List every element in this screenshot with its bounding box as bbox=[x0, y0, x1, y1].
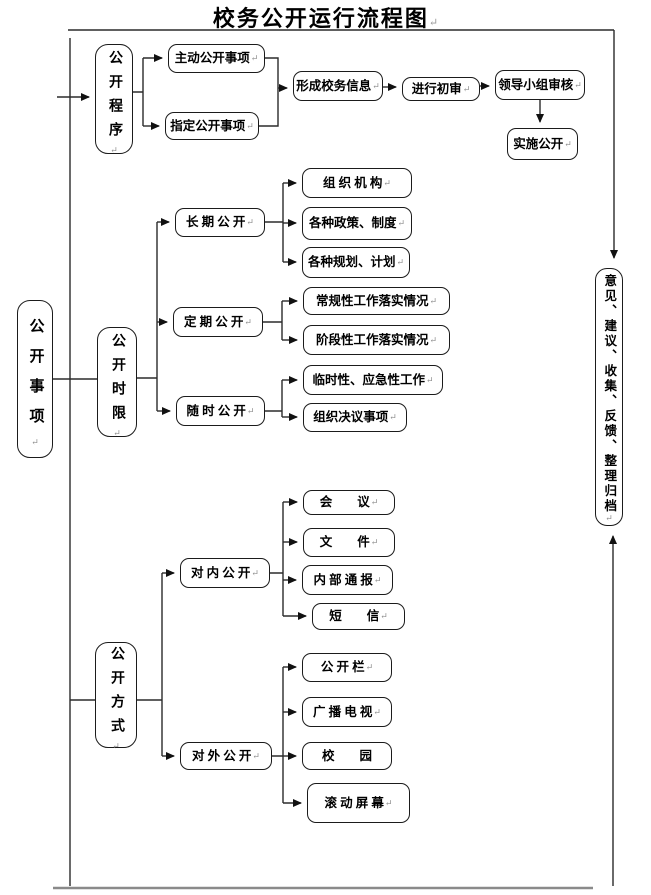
node-external: 对 外 公 开↵ bbox=[180, 742, 272, 770]
node-leader-review: 领导小组审核↵ bbox=[495, 70, 585, 100]
node-org-structure: 组 织 机 构↵ bbox=[302, 168, 412, 198]
paragraph-mark-icon: ↵ bbox=[110, 146, 120, 156]
paragraph-mark-icon: ↵ bbox=[112, 742, 122, 752]
node-sms: 短 信↵ bbox=[312, 603, 405, 630]
paragraph-mark-icon: ↵ bbox=[246, 120, 254, 131]
node-open-methods: 公开方式↵ bbox=[95, 642, 137, 752]
paragraph-mark-icon: ↵ bbox=[425, 374, 434, 385]
paragraph-mark-icon: ↵ bbox=[564, 138, 572, 149]
node-open-items: 公开事项↵ bbox=[17, 300, 53, 458]
node-internal: 对 内 公 开↵ bbox=[180, 558, 270, 588]
node-org-resolutions: 组织决议事项↵ bbox=[303, 403, 407, 432]
node-open-procedure: 公开程序↵ bbox=[95, 44, 133, 156]
node-plans: 各种规划、计划↵ bbox=[302, 247, 410, 278]
node-anytime: 随 时 公 开↵ bbox=[176, 396, 265, 426]
paragraph-mark-icon: ↵ bbox=[396, 257, 405, 267]
seg-periodic-bracket bbox=[263, 301, 283, 340]
seg-anytime-bracket bbox=[265, 380, 283, 417]
node-periodic: 定 期 公 开↵ bbox=[173, 307, 263, 337]
seg-external-bracket bbox=[272, 667, 284, 803]
node-longterm: 长 期 公 开↵ bbox=[175, 208, 265, 237]
paragraph-mark-icon: ↵ bbox=[244, 316, 252, 327]
paragraph-mark-icon: ↵ bbox=[574, 79, 582, 90]
seg-internal-bracket bbox=[270, 502, 284, 616]
node-internal-bulletin: 内 部 通 报↵ bbox=[302, 565, 393, 595]
paragraph-mark-icon: ↵ bbox=[370, 497, 379, 507]
node-broadcast-tv: 广 播 电 视↵ bbox=[302, 697, 392, 727]
paragraph-mark-icon: ↵ bbox=[250, 53, 259, 63]
paragraph-mark-icon: ↵ bbox=[462, 83, 471, 94]
node-scrolling-screen: 滚 动 屏 幕↵ bbox=[307, 783, 410, 823]
paragraph-mark-icon: ↵ bbox=[428, 17, 439, 29]
node-routine-work: 常规性工作落实情况↵ bbox=[303, 287, 450, 315]
node-feedback-archive: 意见、建议、收集、反馈、整理归档↵ bbox=[595, 268, 623, 526]
paragraph-mark-icon: ↵ bbox=[246, 405, 255, 416]
paragraph-mark-icon: ↵ bbox=[372, 80, 380, 91]
seg-longterm-bracket bbox=[265, 183, 284, 262]
seg-timeline-bracket bbox=[137, 222, 158, 411]
paragraph-mark-icon: ↵ bbox=[31, 438, 41, 448]
node-form-info: 形成校务信息↵ bbox=[293, 71, 383, 101]
node-designated-items: 指定公开事项↵ bbox=[165, 112, 259, 140]
paragraph-mark-icon: ↵ bbox=[373, 574, 382, 585]
node-proactive-items: 主动公开事项↵ bbox=[168, 44, 265, 73]
paragraph-mark-icon: ↵ bbox=[429, 295, 438, 306]
paragraph-mark-icon: ↵ bbox=[365, 662, 374, 672]
seg-merge-to-forminfo bbox=[259, 57, 279, 127]
paragraph-mark-icon: ↵ bbox=[251, 567, 259, 578]
paragraph-mark-icon: ↵ bbox=[113, 429, 123, 439]
paragraph-mark-icon: ↵ bbox=[246, 217, 254, 227]
node-policies: 各种政策、制度↵ bbox=[302, 207, 412, 240]
node-document: 文 件↵ bbox=[303, 528, 395, 557]
paragraph-mark-icon: ↵ bbox=[389, 412, 397, 422]
paragraph-mark-icon: ↵ bbox=[397, 218, 406, 228]
paragraph-mark-icon: ↵ bbox=[373, 706, 381, 717]
node-meeting: 会 议↵ bbox=[303, 490, 395, 515]
paragraph-mark-icon: ↵ bbox=[384, 797, 393, 808]
paragraph-mark-icon: ↵ bbox=[380, 611, 388, 621]
paragraph-mark-icon: ↵ bbox=[370, 537, 379, 547]
title-text: 校务公开运行流程图 bbox=[212, 6, 429, 31]
seg-procedure-bracket bbox=[133, 58, 144, 126]
seg-methods-bracket bbox=[137, 573, 163, 756]
node-implement: 实施公开↵ bbox=[507, 128, 578, 160]
page-title: 校务公开运行流程图↵ bbox=[0, 1, 651, 33]
paragraph-mark-icon: ↵ bbox=[383, 177, 391, 188]
paragraph-mark-icon: ↵ bbox=[605, 514, 615, 524]
node-campus: 校 园 bbox=[302, 742, 392, 770]
node-open-timeline: 公开时限↵ bbox=[97, 327, 137, 439]
paragraph-mark-icon: ↵ bbox=[252, 750, 260, 761]
node-temporary-work: 临时性、应急性工作↵ bbox=[303, 365, 443, 395]
node-bulletin-board: 公 开 栏↵ bbox=[302, 653, 392, 682]
node-phase-work: 阶段性工作落实情况↵ bbox=[303, 325, 450, 355]
node-initial-review: 进行初审↵ bbox=[402, 77, 480, 101]
paragraph-mark-icon: ↵ bbox=[429, 334, 438, 345]
